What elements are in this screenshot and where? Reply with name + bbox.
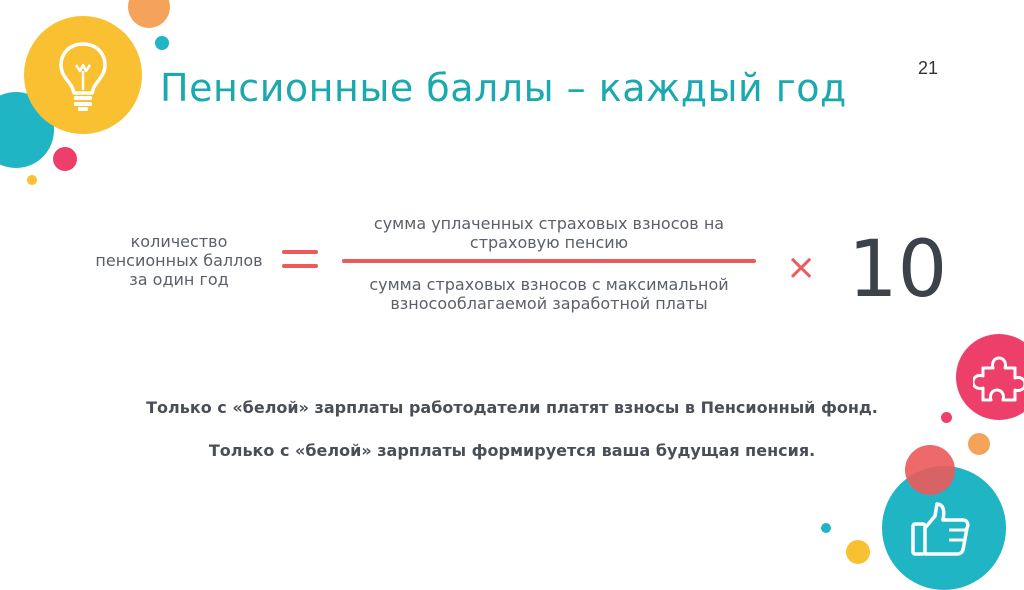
puzzle-piece-icon <box>971 352 1024 404</box>
decorative-dot-yellow-left <box>27 175 37 185</box>
formula-denominator: сумма страховых взносов с максимальной в… <box>369 275 729 313</box>
formula-numerator: сумма уплаченных страховых взносов на ст… <box>373 214 725 252</box>
equals-bar-top <box>282 250 318 254</box>
decorative-dot-yellow-bottom <box>846 540 870 564</box>
decorative-dot-teal-bottom <box>821 523 831 533</box>
decorative-dot-pink-left <box>53 147 77 171</box>
decorative-circle-orange-top <box>128 0 170 28</box>
note-white-salary-contributions: Только с «белой» зарплаты работодатели п… <box>146 398 878 417</box>
lightbulb-icon <box>53 40 113 112</box>
thumbs-up-icon <box>909 500 973 558</box>
decorative-circle-red-bottom <box>905 445 955 495</box>
decorative-circle-pink-right <box>956 334 1024 420</box>
formula-multiplier: 10 <box>848 225 948 315</box>
slide-number: 21 <box>918 58 939 78</box>
decorative-dot-teal-top <box>155 36 169 50</box>
note-white-salary-pension: Только с «белой» зарплаты формируется ва… <box>208 441 816 460</box>
decorative-dot-pink-right <box>941 412 952 423</box>
decorative-dot-orange-right <box>968 433 990 455</box>
formula-left-term: количество пенсионных баллов за один год <box>95 232 263 289</box>
equals-bar-bottom <box>282 264 318 268</box>
fraction-bar <box>342 259 756 263</box>
slide-title: Пенсионные баллы – каждый год <box>160 66 847 110</box>
multiply-sign: × <box>786 247 817 288</box>
equals-sign <box>282 238 320 278</box>
